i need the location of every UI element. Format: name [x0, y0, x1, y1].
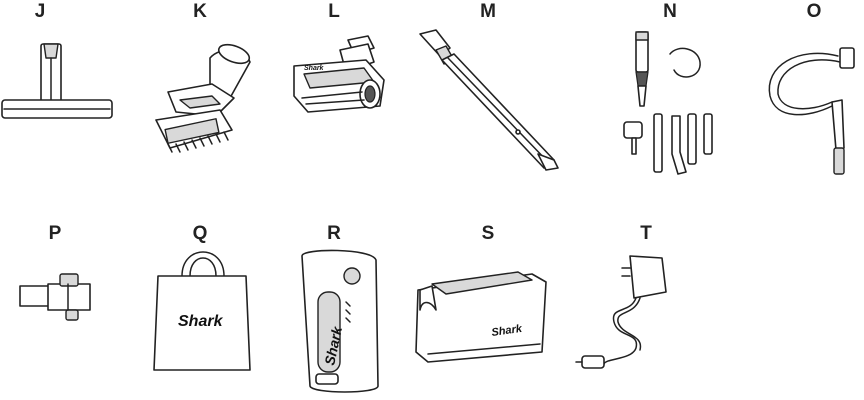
label-j: J — [34, 1, 46, 22]
label-k: K — [193, 1, 207, 22]
upholstery-tool-illustration — [0, 38, 120, 128]
battery-pack-illustration: Shark — [292, 246, 392, 396]
label-t: T — [640, 223, 652, 244]
label-n: N — [663, 1, 677, 22]
label-p: P — [48, 223, 62, 244]
crevice-brush-tool-illustration — [150, 38, 260, 168]
extension-wand-illustration — [414, 28, 564, 178]
label-s: S — [481, 223, 495, 244]
charging-dock-illustration: Shark — [408, 250, 552, 370]
label-m: M — [480, 1, 496, 22]
label-o: O — [806, 1, 822, 22]
bag-brand-text: Shark — [178, 313, 224, 330]
clip-adapter-illustration — [18, 266, 108, 326]
detail-tool-kit-illustration — [618, 26, 728, 178]
charger-adapter-illustration — [570, 248, 680, 378]
label-l: L — [328, 1, 340, 22]
label-q: Q — [192, 223, 208, 244]
flexible-hose-illustration — [758, 36, 862, 178]
svg-text:Shark: Shark — [304, 65, 325, 72]
label-r: R — [327, 223, 341, 244]
storage-bag-illustration: Shark — [150, 246, 260, 376]
dock-brand-text: Shark — [491, 323, 524, 339]
pet-power-brush-illustration: Shark — [284, 36, 394, 126]
